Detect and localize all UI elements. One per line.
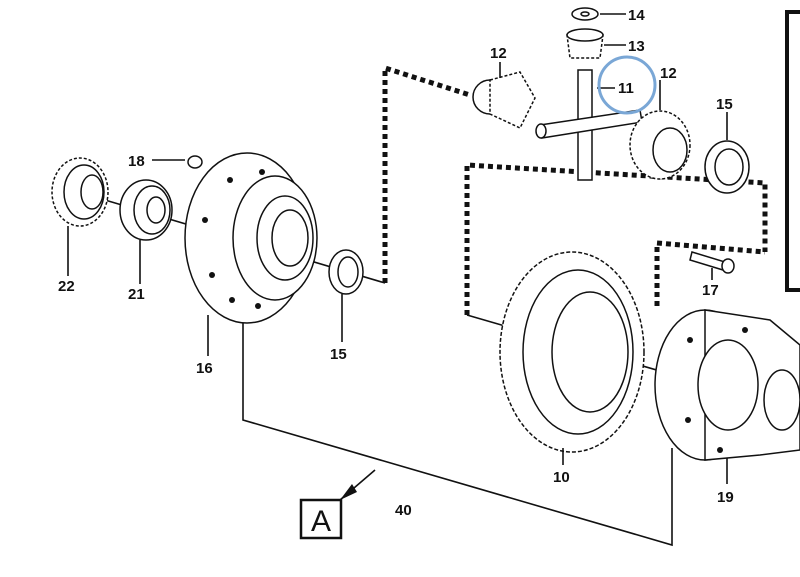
callout-13: 13 bbox=[628, 38, 645, 55]
view-label-box bbox=[299, 498, 343, 540]
callout-17: 17 bbox=[702, 282, 719, 299]
part-12-bevel-gear-right bbox=[629, 80, 691, 180]
callout-19: 19 bbox=[717, 489, 734, 506]
assembly-bracket-40 bbox=[242, 322, 673, 547]
callout-11: 11 bbox=[618, 80, 634, 97]
callout-18: 18 bbox=[128, 153, 145, 170]
part-15-washer-right bbox=[704, 112, 750, 194]
adjacent-panel-frame bbox=[785, 10, 800, 292]
part-18-nut bbox=[152, 155, 203, 169]
callout-12-right: 12 bbox=[660, 65, 677, 82]
callout-22: 22 bbox=[58, 278, 75, 295]
callout-15-left: 15 bbox=[330, 346, 347, 363]
callout-21: 21 bbox=[128, 286, 145, 303]
dashed-bracket-right bbox=[654, 240, 766, 306]
part-17-bolt bbox=[689, 251, 735, 280]
callout-40: 40 bbox=[395, 502, 412, 519]
part-19-diff-case bbox=[654, 309, 800, 484]
callout-12-left: 12 bbox=[490, 45, 507, 62]
part-13-pinion bbox=[566, 28, 626, 59]
callout-14: 14 bbox=[628, 7, 645, 24]
part-10-ring-gear bbox=[499, 251, 645, 465]
part-14-washer-top bbox=[571, 7, 626, 21]
part-11-shaft bbox=[535, 69, 643, 181]
part-12-bevel-gear-left bbox=[472, 62, 536, 129]
part-21-bearing bbox=[119, 179, 173, 284]
part-16-housing bbox=[184, 152, 318, 356]
dashed-bracket-middle bbox=[464, 162, 768, 315]
callout-16: 16 bbox=[196, 360, 213, 377]
highlight-circle bbox=[597, 55, 657, 115]
part-15-washer-left bbox=[328, 249, 364, 342]
part-22-gear bbox=[51, 157, 109, 276]
callout-10: 10 bbox=[553, 469, 570, 486]
arrow-head bbox=[340, 484, 357, 500]
callout-15-right: 15 bbox=[716, 96, 733, 113]
view-label: A bbox=[311, 505, 331, 538]
dashed-bracket-left bbox=[382, 64, 471, 283]
